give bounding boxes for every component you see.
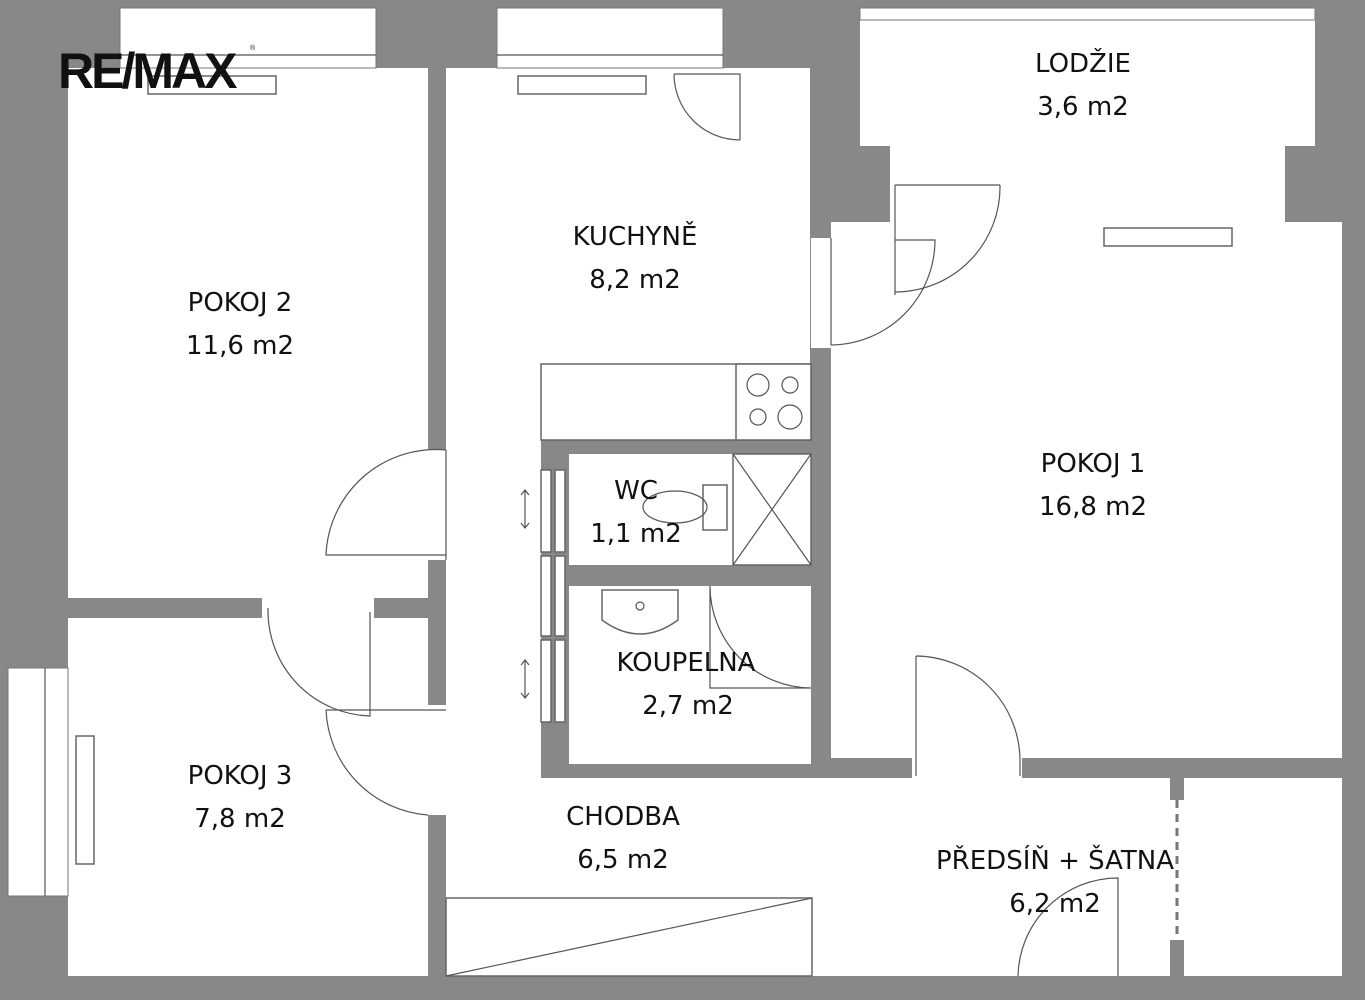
window-kuchyne <box>496 7 724 69</box>
floor-satna <box>1184 778 1342 976</box>
room-area-kuchyne: 8,2 m2 <box>589 265 680 295</box>
hob <box>735 363 812 441</box>
window-lodzie <box>859 7 1316 21</box>
room-name-wc: WC <box>614 476 658 506</box>
floor-pokoj1 <box>831 222 1342 758</box>
room-area-predsin-satna: 6,2 m2 <box>1009 889 1100 919</box>
room-name-kuchyne: KUCHYNĚ <box>573 220 698 252</box>
radiators <box>75 75 1233 865</box>
window-pokoj2 <box>119 7 377 69</box>
room-name-lodzie: LODŽIE <box>1035 47 1131 79</box>
room-area-pokoj2: 11,6 m2 <box>186 331 294 361</box>
floor-pokoj3 <box>68 618 428 976</box>
installation-shaft <box>732 453 812 566</box>
floor-lodzie-door <box>890 146 1285 222</box>
room-name-predsin-satna: PŘEDSÍŇ + ŠATNA <box>936 844 1174 876</box>
room-area-lodzie: 3,6 m2 <box>1037 92 1128 122</box>
room-area-koupelna: 2,7 m2 <box>642 691 733 721</box>
floor-chodba-vertical <box>446 440 541 780</box>
room-name-pokoj1: POKOJ 1 <box>1041 449 1146 479</box>
room-area-wc: 1,1 m2 <box>590 519 681 549</box>
room-name-pokoj2: POKOJ 2 <box>188 288 293 318</box>
radiator-pokoj2 <box>147 75 277 95</box>
toilet <box>642 484 728 531</box>
sink <box>601 589 679 635</box>
floor-kitchen-niche <box>736 68 810 154</box>
remax-logo: RE/MAX ® <box>58 43 256 99</box>
window-pokoj3 <box>7 667 69 897</box>
floor-pokoj2 <box>68 68 428 598</box>
room-area-chodba: 6,5 m2 <box>577 845 668 875</box>
windows <box>7 7 1316 897</box>
logo-text: RE/MAX <box>58 43 237 99</box>
radiator-kuchyne <box>517 75 647 95</box>
room-floors <box>68 20 1342 976</box>
room-area-pokoj1: 16,8 m2 <box>1039 492 1147 522</box>
radiator-pokoj3 <box>75 735 95 865</box>
room-labels: LODŽIE 3,6 m2 KUCHYNĚ 8,2 m2 POKOJ 2 11,… <box>186 47 1174 919</box>
room-area-pokoj3: 7,8 m2 <box>194 804 285 834</box>
sliding-doors <box>520 469 566 723</box>
room-name-pokoj3: POKOJ 3 <box>188 761 293 791</box>
logo-mark: ® <box>250 44 256 52</box>
kitchen-counter <box>540 363 812 441</box>
room-name-koupelna: KOUPELNA <box>617 648 756 678</box>
floor-lodzie <box>860 20 1315 146</box>
door-swings <box>262 73 1184 977</box>
room-name-chodba: CHODBA <box>566 802 680 832</box>
radiator-pokoj1 <box>1103 227 1233 247</box>
